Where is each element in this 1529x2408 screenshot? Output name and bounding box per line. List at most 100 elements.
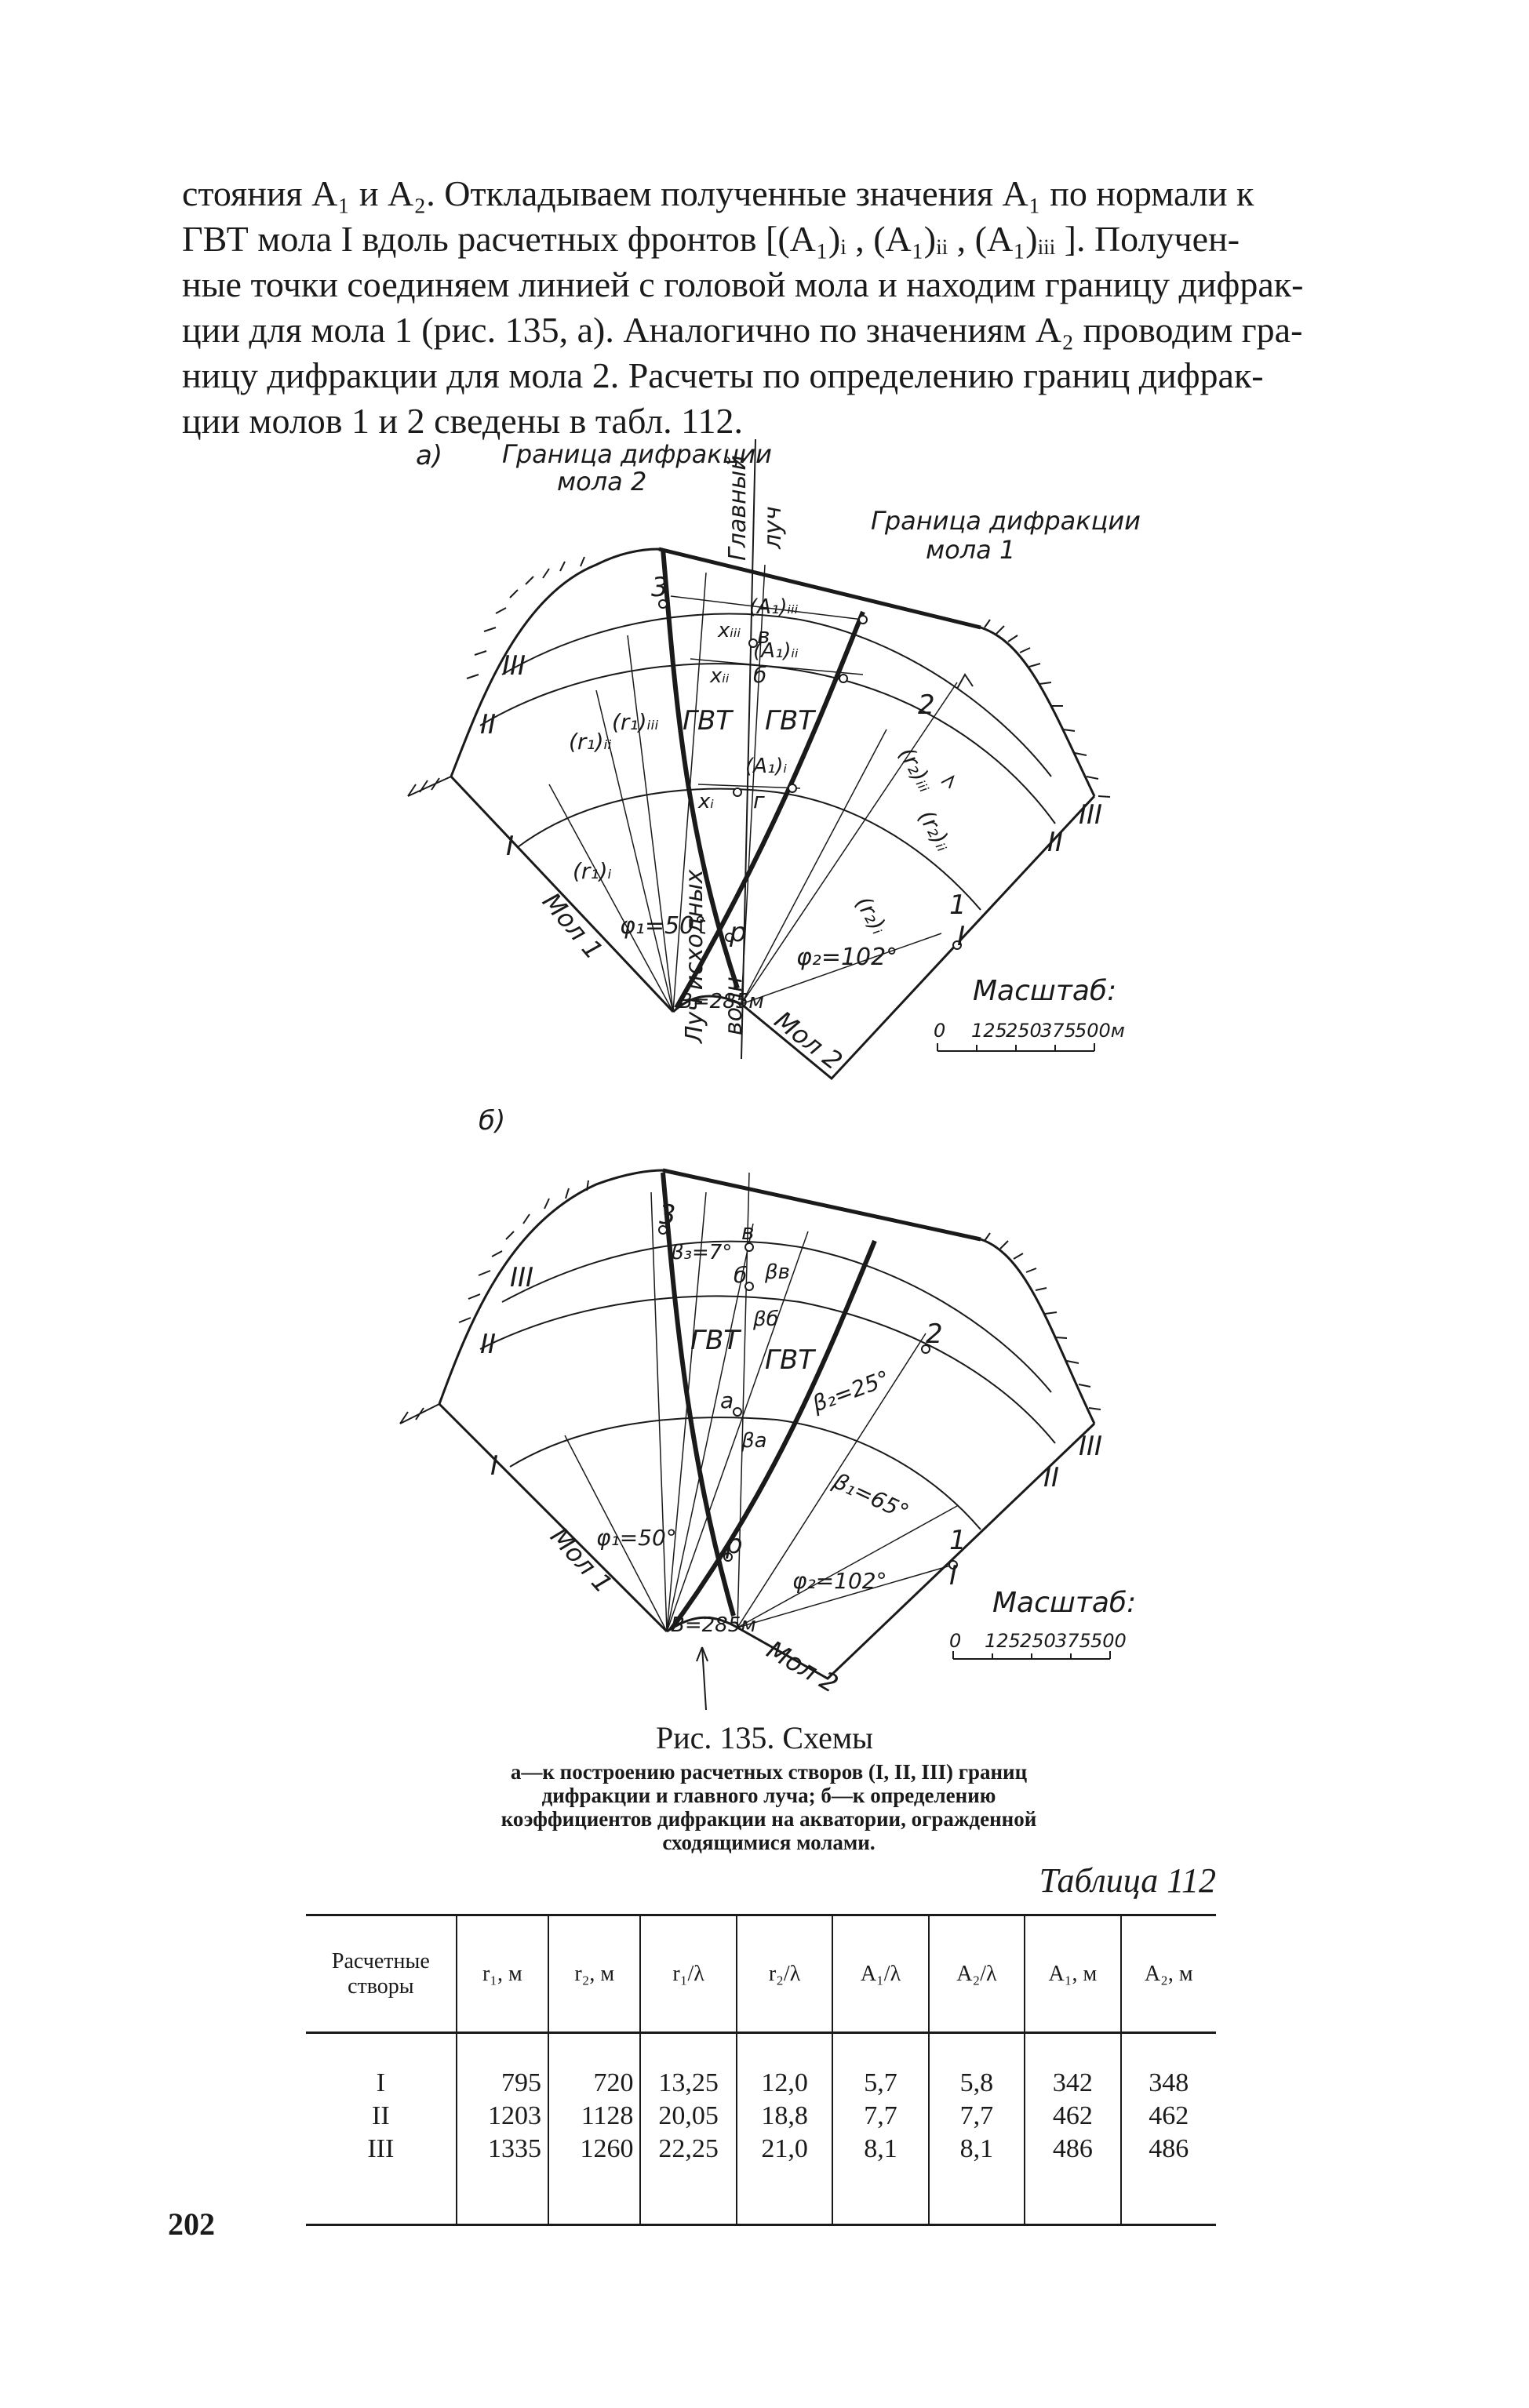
callout-right-line1: Граница дифракции [871, 506, 1141, 536]
callout-left-line1: Граница дифракции [502, 439, 772, 469]
scale-tick: 125 [985, 1630, 1021, 1652]
front-label: II [480, 1329, 496, 1360]
mole-2-label: Мол 2 [762, 1635, 843, 1699]
gvt-label: ГВТ [683, 705, 734, 737]
coastline-a [450, 547, 1096, 797]
point-label: р [725, 1529, 743, 1560]
table-cell: 8,1 [864, 2134, 897, 2163]
radius-label: (r₁)ᵢᵢ [569, 729, 612, 755]
table-cell: II [372, 2101, 390, 2130]
mole-2-label: Мол 2 [769, 1005, 848, 1075]
angle-label: β₃=7° [670, 1241, 732, 1264]
table-header-cell: Расчетные створы [306, 1914, 457, 2034]
table-cell: 486 [1149, 2134, 1189, 2163]
front-label: III [1079, 799, 1102, 831]
gap-label: B=285м [679, 990, 764, 1013]
scale-tick: 500м [1075, 1020, 1125, 1042]
angle-label: β₁=65° [828, 1468, 912, 1526]
diagram-b: б) I II III I II III 3 2 1 р а б в β₃=7°… [399, 1105, 1136, 1710]
table-cell: 486 [1052, 2134, 1093, 2163]
segment-label: (A₁)ᵢ [745, 755, 787, 778]
point-label: 2 [918, 689, 935, 721]
segment-label: (A₁)ᵢᵢ [753, 639, 799, 663]
scale-tick: 375 [1040, 1020, 1076, 1042]
table-cell: 7,7 [959, 2101, 994, 2130]
table-cell: 12,0 [761, 2068, 808, 2097]
coastline-b [438, 1169, 1096, 1424]
table-cell: 7,7 [864, 2101, 897, 2130]
table-cell: 795 [501, 2068, 542, 2097]
table-cell: III [367, 2134, 395, 2163]
table-header-cell: A₁/λ [832, 1914, 929, 2034]
table-cell-col: 12,0 18,8 21,0 [735, 2032, 833, 2226]
data-table: Расчетные створы r₁, м r₂, м r₁/λ r₂/λ A… [306, 1914, 1216, 2226]
angle-label: φ₂=102° [796, 944, 897, 971]
main-ray-label-2: луч [759, 506, 787, 550]
front-label: I [490, 1450, 498, 1482]
scale-tick: 0 [934, 1020, 945, 1042]
front-label: II [1043, 1462, 1059, 1493]
coast-hatch-a-left [407, 556, 585, 797]
front-label: I [506, 831, 514, 862]
table-header-cell: r₁, м [455, 1914, 549, 2034]
point-label: 1 [949, 889, 967, 921]
table-header-cell: A₁, м [1024, 1914, 1121, 2034]
table-cell: 13,25 [658, 2068, 719, 2097]
table-cell: 1260 [580, 2134, 634, 2163]
table-header-cell: A₂/λ [927, 1914, 1025, 2034]
gvt-label: ГВТ [765, 1344, 816, 1376]
table-cell: 348 [1149, 2068, 1189, 2097]
body-line: ции для мола 1 (рис. 135, а). Аналогично… [182, 310, 1303, 350]
angle-label: φ₁=50° [620, 912, 706, 940]
mole-2-a [741, 795, 1096, 1081]
wave-ray-label-2: волн [720, 977, 748, 1035]
point-label: 2 [926, 1319, 943, 1350]
mole-1-a [450, 775, 675, 1013]
panel-label-a: а) [416, 440, 442, 471]
gvt-label: ГВТ [690, 1325, 741, 1356]
angle-label: βв [764, 1260, 790, 1284]
point-label: б [753, 662, 766, 688]
table-cell: 720 [593, 2068, 634, 2097]
figure-caption-title: Рис. 135. Схемы [655, 1720, 874, 1755]
table-cell: 462 [1149, 2101, 1189, 2130]
front-II-b [479, 1295, 1056, 1444]
scale-tick: 500 [1090, 1630, 1127, 1652]
front-label: I [957, 921, 965, 952]
table-cell-col: 795 1203 1335 [455, 2032, 549, 2226]
table-cell-col: 5,8 7,7 8,1 [927, 2032, 1025, 2226]
scale-tick: 125 [971, 1020, 1007, 1042]
mole-2-b [737, 1422, 1096, 1680]
table-cell: 22,25 [658, 2134, 719, 2163]
main-ray-label-1: Главный [724, 455, 752, 561]
scale-tick: 0 [949, 1630, 961, 1652]
segment-label: (A₁)ᵢᵢᵢ [749, 595, 799, 619]
point-label: г [753, 788, 765, 813]
front-label: I [949, 1560, 957, 1591]
page-number: 202 [168, 2206, 215, 2242]
angle-label: βб [752, 1308, 779, 1331]
point-label: 1 [949, 1525, 967, 1556]
diffraction-boundary-mole-1-a [674, 610, 865, 1009]
table-cell: 342 [1052, 2068, 1093, 2097]
front-III-b [501, 1240, 1052, 1393]
front-III-a [501, 613, 1052, 777]
callout-left-line2: мола 2 [557, 467, 646, 497]
gvt-label: ГВТ [765, 705, 816, 737]
scale-title-a: Масштаб: [973, 975, 1116, 1007]
point-label: р [729, 917, 747, 948]
table-header-row: Расчетные створы r₁, м r₂, м r₁/λ r₂/λ A… [306, 1914, 1216, 2034]
table-header-cell: r₁/λ [639, 1914, 737, 2034]
table-header-cell: A₂, м [1119, 1914, 1216, 2034]
table-cell: 20,05 [658, 2101, 719, 2130]
scale-title-b: Масштаб: [992, 1587, 1136, 1619]
table-cell: 5,7 [864, 2068, 897, 2097]
diagram-a: а) Граница дифракции мола 2 Граница дифр… [407, 438, 1141, 1081]
segment-label: xᵢᵢ [709, 664, 730, 688]
scale-tick: 250 [1020, 1630, 1056, 1652]
angle-label: φ₂=102° [792, 1568, 887, 1594]
coast-hatch-a-right [984, 619, 1111, 798]
point-label: в [741, 1219, 755, 1245]
radius-label: (r₂)ᵢᵢᵢ [894, 743, 939, 796]
table-cell: 8,1 [959, 2134, 994, 2163]
